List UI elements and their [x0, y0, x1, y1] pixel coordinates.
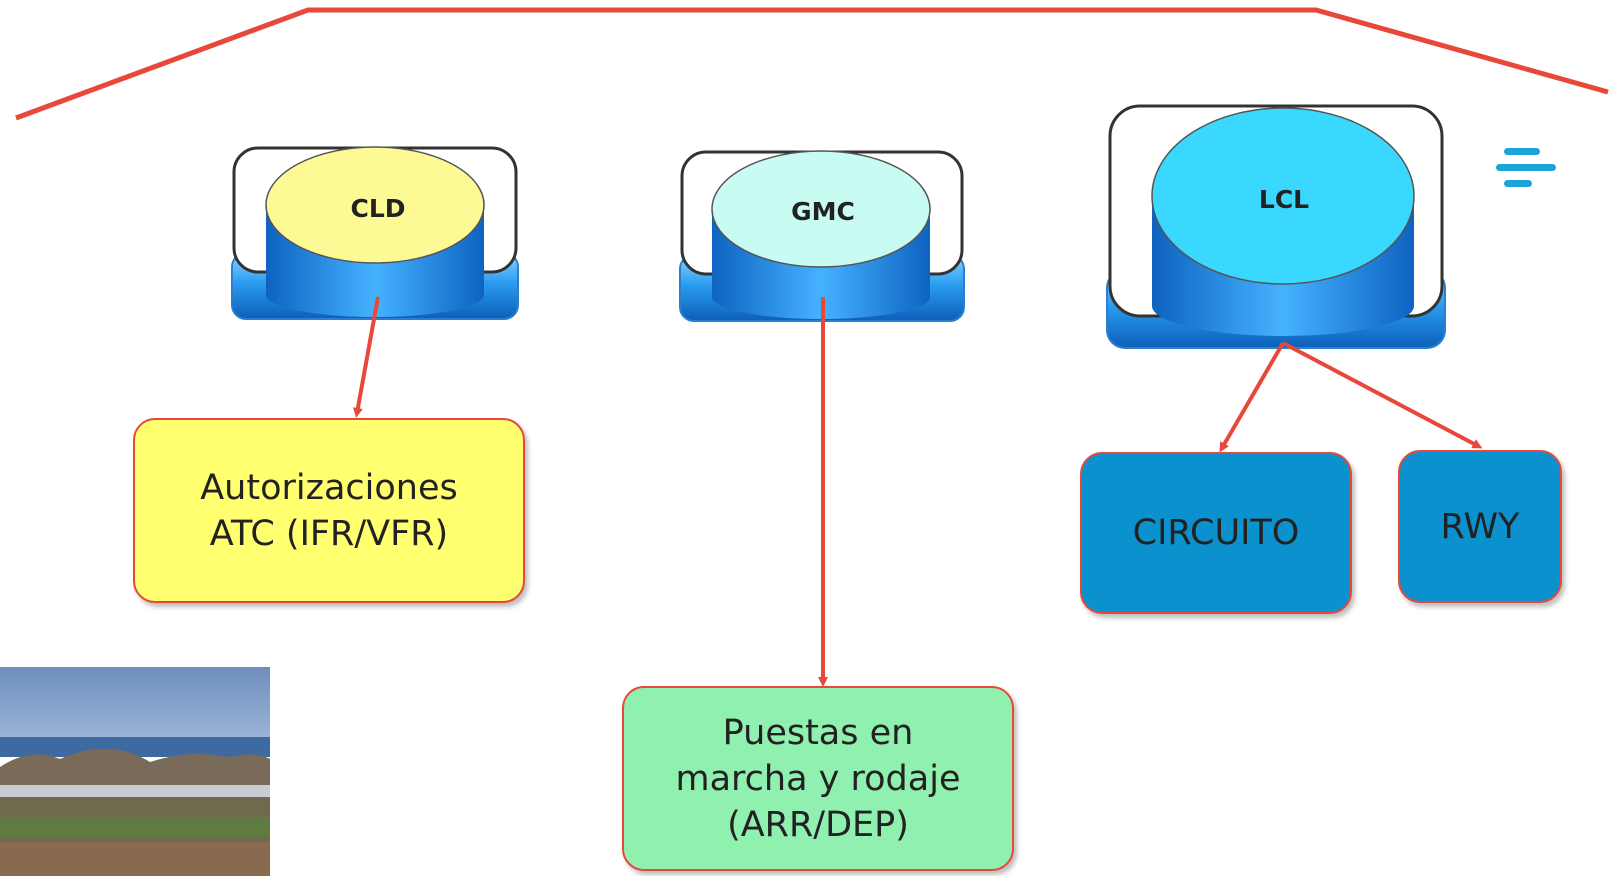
cld-box: Autorizaciones ATC (IFR/VFR): [133, 418, 525, 603]
lcl-rwy-arrow: [1282, 341, 1483, 449]
lcl-circuito-arrow: [1219, 341, 1285, 453]
gmc-unit: GMC: [679, 150, 965, 322]
cld-box-text: Autorizaciones ATC (IFR/VFR): [200, 467, 458, 554]
cld-label: CLD: [350, 194, 405, 223]
gmc-box: Puestas en marcha y rodaje (ARR/DEP): [622, 686, 1014, 871]
rwy-box: RWY: [1398, 450, 1562, 603]
rwy-box-text: RWY: [1440, 506, 1520, 547]
circuito-box: CIRCUITO: [1080, 452, 1352, 614]
lcl-disc: [1151, 107, 1415, 285]
cld-unit: CLD: [231, 146, 519, 320]
roof-line: [15, 7, 1609, 121]
cld-arrow: [352, 296, 380, 418]
gmc-label: GMC: [791, 197, 855, 226]
cld-drum-bottom: [266, 273, 484, 317]
menu-icon[interactable]: [1496, 148, 1556, 188]
lcl-label: LCL: [1259, 185, 1309, 214]
gmc-box-text: Puestas en marcha y rodaje (ARR/DEP): [675, 712, 961, 845]
circuito-box-text: CIRCUITO: [1132, 513, 1300, 553]
lcl-drum-bottom: [1152, 276, 1414, 336]
landscape-photo: [0, 667, 270, 876]
gmc-disc: [711, 150, 931, 268]
cld-disc: [265, 146, 485, 264]
lcl-unit: LCL: [1106, 104, 1446, 349]
